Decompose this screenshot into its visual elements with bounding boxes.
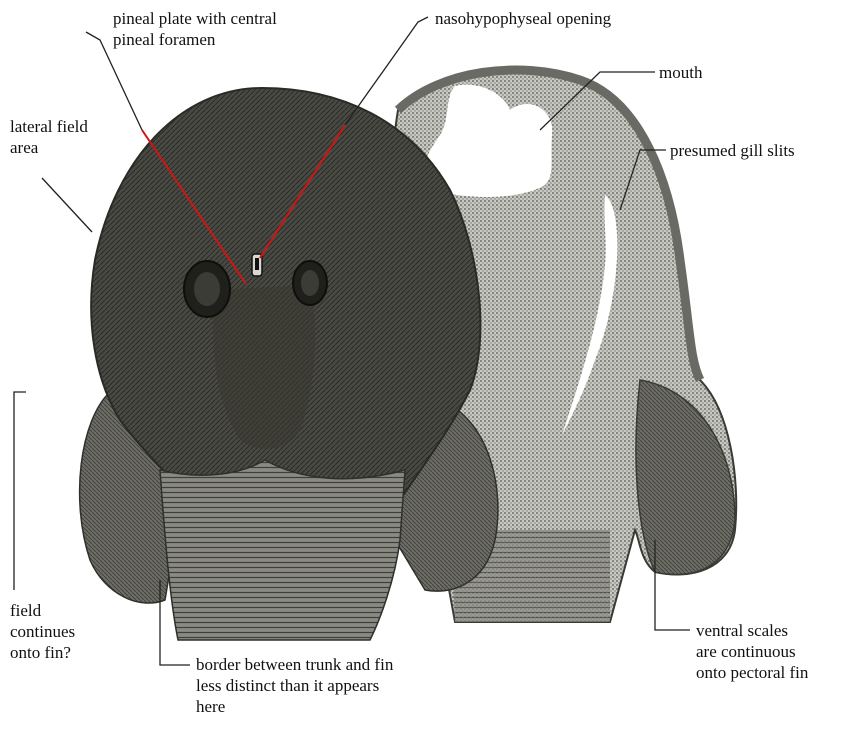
- ventral-scales-label: ventral scales are continuous onto pecto…: [696, 620, 808, 683]
- field-continues-label-line-1: field: [10, 600, 75, 621]
- nasohypophyseal-label: nasohypophyseal opening: [435, 8, 611, 29]
- left-eye: [194, 272, 220, 306]
- mouth-label-text: mouth: [659, 62, 702, 83]
- lateral-field-label-line-2: area: [10, 137, 88, 158]
- pineal-plate-label: pineal plate with central pineal foramen: [113, 8, 277, 50]
- nasohypophyseal-label-text: nasohypophyseal opening: [435, 8, 611, 29]
- border-label-line-1: border between trunk and fin: [196, 654, 393, 675]
- pineal-plate-label-line-2: pineal foramen: [113, 29, 277, 50]
- pineal-foramen: [255, 258, 259, 270]
- pineal-plate-label-line-1: pineal plate with central: [113, 8, 277, 29]
- dorsal-shield: [80, 88, 498, 640]
- right-eye: [301, 270, 319, 296]
- ventral-scales-label-line-1: ventral scales: [696, 620, 808, 641]
- border-label-line-3: here: [196, 696, 393, 717]
- field-continues-label-line-2: continues: [10, 621, 75, 642]
- field-continues-leader-line: [14, 392, 26, 590]
- trunk-scales: [160, 460, 405, 640]
- lateral-field-label: lateral field area: [10, 116, 88, 158]
- field-continues-label-line-3: onto fin?: [10, 642, 75, 663]
- ventral-scales-label-line-2: are continuous: [696, 641, 808, 662]
- ventral-scales-label-line-3: onto pectoral fin: [696, 662, 808, 683]
- border-label: border between trunk and fin less distin…: [196, 654, 393, 717]
- mouth-label: mouth: [659, 62, 702, 83]
- border-label-line-2: less distinct than it appears: [196, 675, 393, 696]
- lateral-field-label-line-1: lateral field: [10, 116, 88, 137]
- ventral-pectoral-fin: [636, 380, 735, 574]
- lateral-field-leader-line: [42, 178, 92, 232]
- field-continues-label: field continues onto fin?: [10, 600, 75, 663]
- gill-slits-label-text: presumed gill slits: [670, 140, 795, 161]
- gill-slits-label: presumed gill slits: [670, 140, 795, 161]
